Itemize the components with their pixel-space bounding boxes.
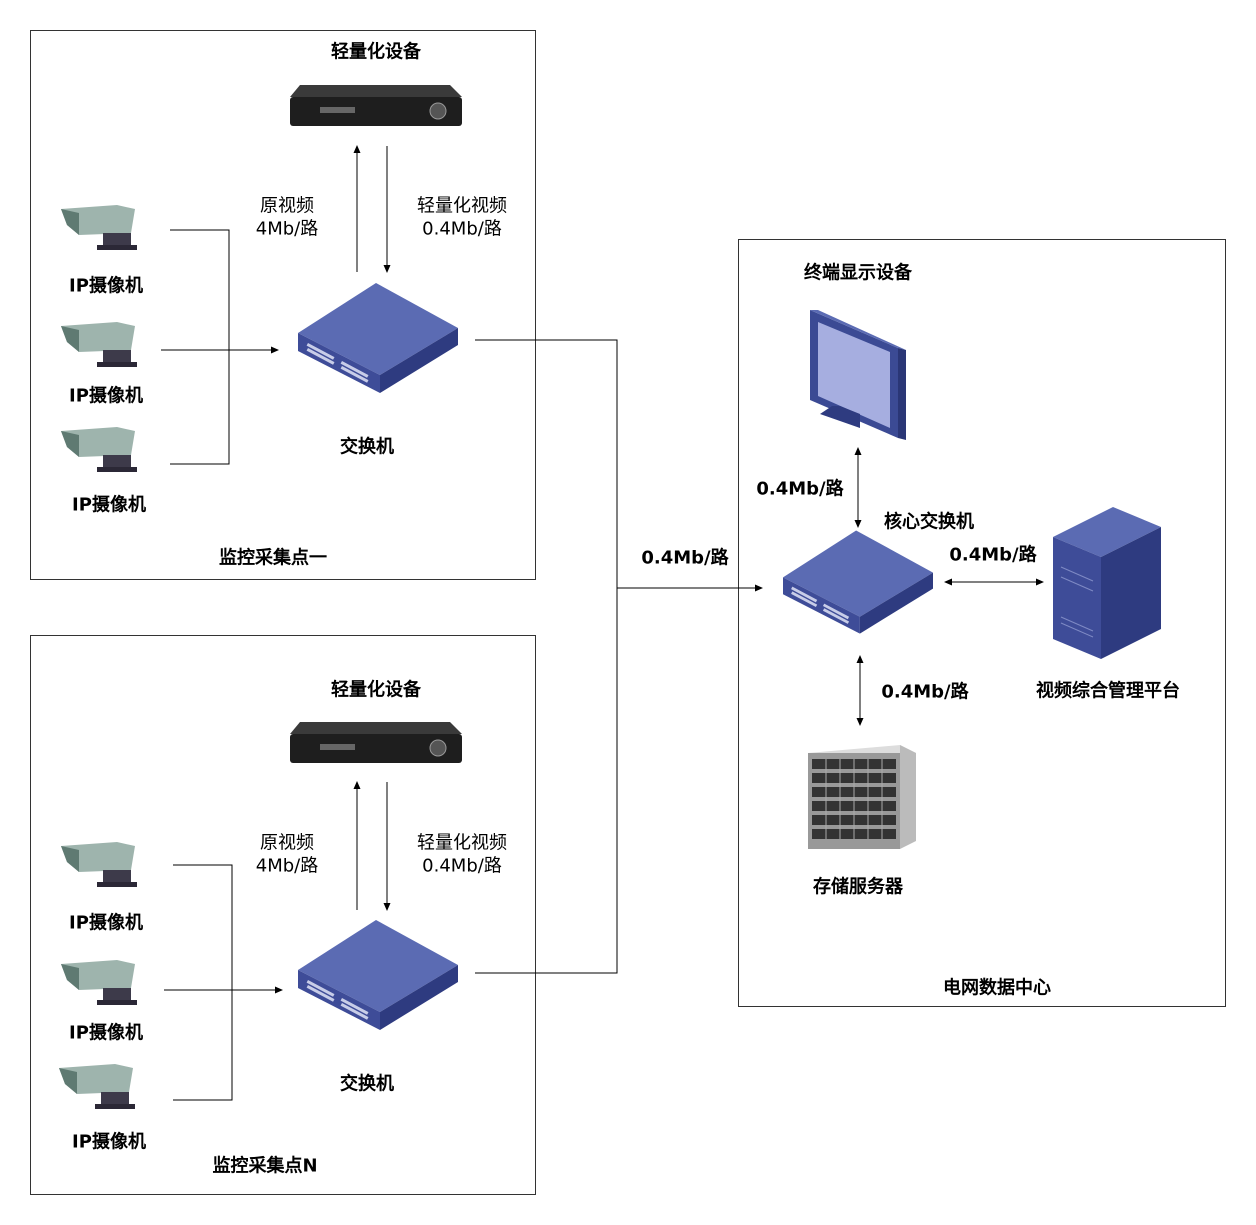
camera-icon <box>57 320 139 368</box>
light-video-label: 轻量化视频 <box>417 832 507 854</box>
site-1-box <box>30 30 536 580</box>
raw-video-rate: 4Mb/路 <box>255 218 319 240</box>
monitor-icon <box>810 310 906 440</box>
switch-icon <box>298 283 458 393</box>
server-tower-icon <box>1053 507 1161 659</box>
platform-rate: 0.4Mb/路 <box>949 544 1037 566</box>
camera-icon <box>57 840 139 888</box>
light-video-rate: 0.4Mb/路 <box>422 855 502 877</box>
site-title: 监控采集点N <box>212 1155 318 1177</box>
lightweight-device-icon <box>290 722 462 765</box>
storage-server-icon <box>808 745 916 849</box>
light-video-label: 轻量化视频 <box>417 195 507 217</box>
camera-label: IP摄像机 <box>69 275 143 297</box>
display-label: 终端显示设备 <box>804 262 912 284</box>
camera-label: IP摄像机 <box>69 912 143 934</box>
uplink-rate: 0.4Mb/路 <box>641 547 729 569</box>
core-switch-label: 核心交换机 <box>884 511 974 533</box>
raw-video-label: 原视频 <box>260 195 314 217</box>
camera-icon <box>57 203 139 251</box>
device-title: 轻量化设备 <box>331 679 421 701</box>
site-n-box <box>30 635 536 1195</box>
camera-icon <box>55 1062 137 1110</box>
core-switch-icon <box>783 530 933 634</box>
datacenter-box <box>738 239 1226 1007</box>
raw-video-label: 原视频 <box>260 832 314 854</box>
display-rate: 0.4Mb/路 <box>756 478 844 500</box>
camera-label: IP摄像机 <box>69 385 143 407</box>
camera-label: IP摄像机 <box>69 1022 143 1044</box>
datacenter-title: 电网数据中心 <box>943 977 1051 999</box>
camera-icon <box>57 425 139 473</box>
site-title: 监控采集点一 <box>219 547 327 569</box>
storage-rate: 0.4Mb/路 <box>881 681 969 703</box>
camera-icon <box>57 958 139 1006</box>
camera-label: IP摄像机 <box>72 494 146 516</box>
storage-label: 存储服务器 <box>813 876 903 898</box>
switch-label: 交换机 <box>340 1073 394 1095</box>
device-title: 轻量化设备 <box>331 41 421 63</box>
switch-icon <box>298 920 458 1030</box>
light-video-rate: 0.4Mb/路 <box>422 218 502 240</box>
switch-label: 交换机 <box>340 436 394 458</box>
raw-video-rate: 4Mb/路 <box>255 855 319 877</box>
platform-label: 视频综合管理平台 <box>1036 680 1180 702</box>
lightweight-device-icon <box>290 85 462 128</box>
camera-label: IP摄像机 <box>72 1131 146 1153</box>
